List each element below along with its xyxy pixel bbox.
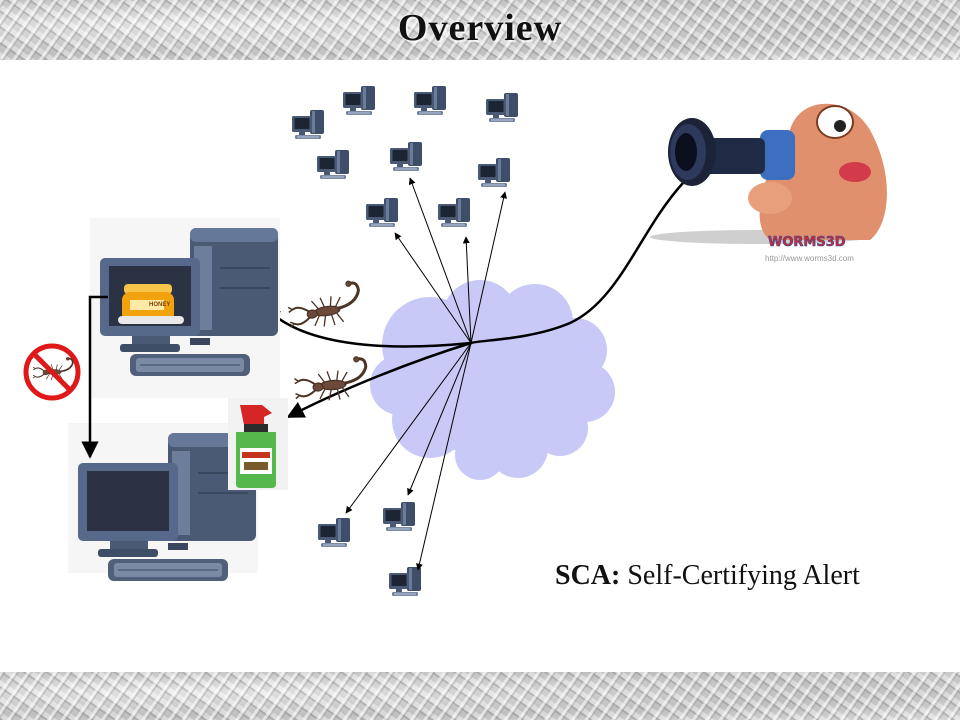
bug-spray-icon — [228, 398, 288, 490]
sca-caption: SCA: Self-Certifying Alert — [555, 560, 860, 592]
network-computer — [343, 86, 375, 115]
worm-attack-curve — [470, 182, 684, 345]
sca-delivery-line — [81, 295, 108, 459]
game-url-text: http://www.worms3d.com — [765, 254, 854, 263]
network-computer — [383, 502, 415, 531]
network-computer — [389, 567, 421, 596]
slide-title: Overview — [397, 7, 563, 49]
worm-with-camera-icon — [650, 103, 887, 244]
top-marble-band — [0, 0, 960, 60]
network-computer — [390, 142, 422, 171]
alert-arrow-protected — [286, 341, 472, 419]
no-worm-sign-icon — [23, 343, 81, 401]
protected-computer — [68, 423, 258, 582]
sca-caption-term: SCA: — [555, 560, 621, 591]
network-cloud — [370, 280, 615, 480]
network-computer — [414, 86, 446, 115]
network-computer — [486, 93, 518, 122]
alert-arrows — [345, 177, 508, 571]
bottom-marble-band — [0, 672, 960, 720]
sca-caption-definition: Self-Certifying Alert — [627, 560, 860, 591]
network-computer — [438, 198, 470, 227]
honey-label: HONEY — [149, 302, 170, 308]
honeypot-computer — [90, 218, 280, 398]
network-computer — [318, 518, 350, 547]
honey-jar-icon — [118, 284, 184, 324]
game-logo: WORMS3D — [768, 235, 846, 250]
scorpion-icon — [284, 278, 365, 333]
network-computer — [478, 158, 510, 187]
network-hub — [469, 341, 473, 345]
network-computer — [317, 150, 349, 179]
scorpion-icon — [291, 354, 370, 405]
network-computer — [292, 110, 324, 139]
network-computer — [366, 198, 398, 227]
